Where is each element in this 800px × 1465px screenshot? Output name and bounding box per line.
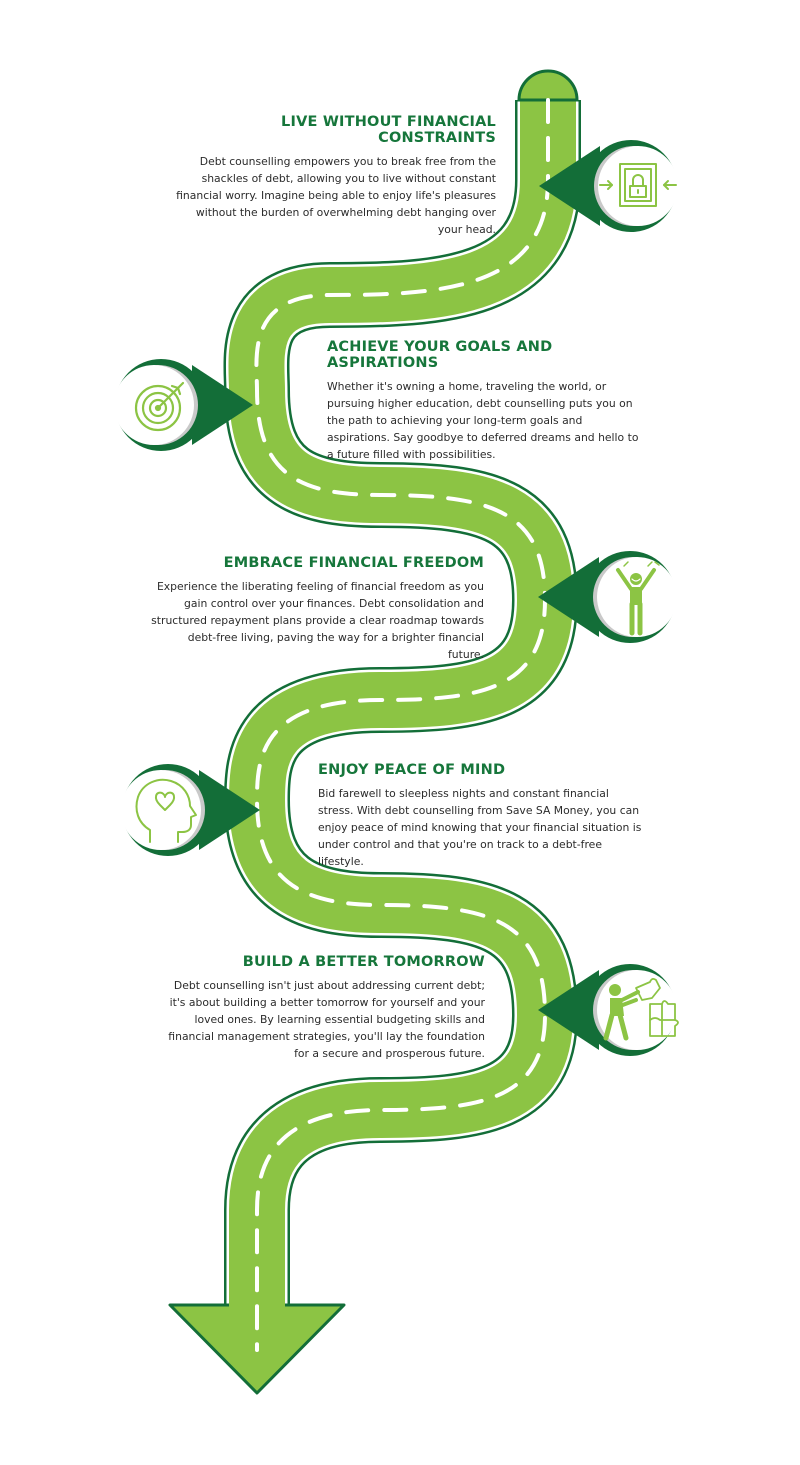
section-5-body: Debt counselling isn't just about addres… bbox=[168, 979, 485, 1060]
puzzle-builder-icon bbox=[603, 977, 679, 1041]
section-3-title: EMBRACE FINANCIAL FREEDOM bbox=[223, 555, 484, 571]
section-achieve-goals: ACHIEVE YOUR GOALS AND ASPIRATIONS Wheth… bbox=[327, 339, 647, 463]
celebrating-person-icon bbox=[616, 561, 660, 636]
road-center-dashes bbox=[254, 98, 550, 1352]
road-top-cap bbox=[517, 69, 579, 102]
head-heart-icon bbox=[135, 778, 197, 843]
section-financial-freedom: EMBRACE FINANCIAL FREEDOM Experience the… bbox=[150, 555, 484, 663]
section-1-body: Debt counselling empowers you to break f… bbox=[176, 155, 496, 236]
section-4-body: Bid farewell to sleepless nights and con… bbox=[318, 787, 642, 868]
section-3-body: Experience the liberating feeling of fin… bbox=[151, 580, 484, 661]
lock-icon bbox=[599, 163, 677, 207]
section-5-title: BUILD A BETTER TOMORROW bbox=[242, 954, 485, 970]
section-1-title: LIVE WITHOUT FINANCIAL CONSTRAINTS bbox=[281, 114, 496, 146]
section-2-title: ACHIEVE YOUR GOALS AND ASPIRATIONS bbox=[327, 339, 553, 371]
section-live-without-constraints: LIVE WITHOUT FINANCIAL CONSTRAINTS Debt … bbox=[176, 114, 496, 238]
section-4-title: ENJOY PEACE OF MIND bbox=[318, 762, 506, 778]
section-2-body: Whether it's owning a home, traveling th… bbox=[327, 380, 639, 461]
target-icon bbox=[134, 381, 185, 432]
section-peace-of-mind: ENJOY PEACE OF MIND Bid farewell to slee… bbox=[318, 762, 644, 870]
section-better-tomorrow: BUILD A BETTER TOMORROW Debt counselling… bbox=[155, 954, 485, 1062]
